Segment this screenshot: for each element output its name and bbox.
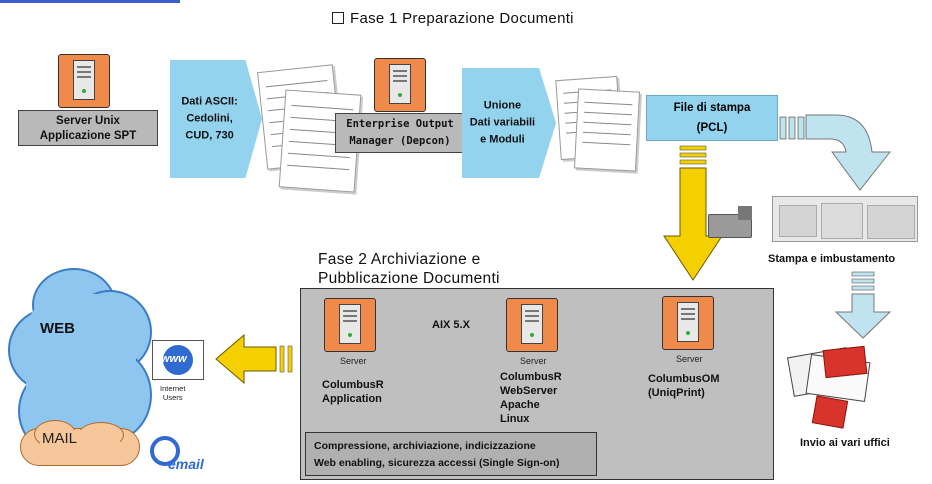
columbusr-app-label: ColumbusR Application xyxy=(322,379,384,405)
fase1-title: Fase 1 Preparazione Documenti xyxy=(332,10,574,27)
print-stripes xyxy=(779,116,805,140)
eom-label: Enterprise Output Manager (Depcon) xyxy=(335,113,465,153)
at-sign-icon xyxy=(150,436,180,466)
archive-down-arrow xyxy=(663,145,723,281)
envelopes-icon xyxy=(786,345,871,402)
server-caption: Server xyxy=(340,356,367,366)
to-print-curved-arrow xyxy=(805,114,892,191)
www-badge: www xyxy=(161,353,187,365)
web-cloud xyxy=(8,268,158,468)
server-caption: Server xyxy=(676,354,703,364)
mail-cloud xyxy=(20,420,140,468)
stampa-label: Stampa e imbustamento xyxy=(768,253,896,265)
server-unix-icon xyxy=(58,54,110,108)
columbusr-web-label: ColumbusR WebServer Apache Linux xyxy=(500,371,562,425)
internet-users-label: Internet Users xyxy=(160,384,186,402)
dati-ascii-arrow: Dati ASCII: Cedolini, CUD, 730 xyxy=(170,60,262,178)
eom-server-icon xyxy=(374,58,426,112)
printer-machine-icon xyxy=(772,196,918,242)
web-label: WEB xyxy=(40,320,75,337)
columbusr-app-server-icon xyxy=(324,298,376,352)
file-stampa-box: File di stampa (PCL) xyxy=(646,95,778,141)
email-logo: email xyxy=(168,456,204,472)
server-caption: Server xyxy=(520,356,547,366)
invio-label: Invio ai vari uffici xyxy=(800,437,890,449)
columbusom-label: ColumbusOM (UniqPrint) xyxy=(648,373,720,399)
fase2-title: Fase 2 Archiviazione e Pubblicazione Doc… xyxy=(318,251,500,287)
checkbox-bullet-icon xyxy=(332,12,344,24)
header-rule xyxy=(0,0,180,3)
columbusom-server-icon xyxy=(662,296,714,350)
unione-arrow: Unione Dati variabili e Moduli xyxy=(462,68,556,178)
monitor-icon xyxy=(738,206,752,220)
aix-label: AIX 5.X xyxy=(432,319,470,331)
internet-users-icon: www xyxy=(152,340,204,380)
envelope-red-icon xyxy=(811,395,849,429)
features-box: Compressione, archiviazione, indicizzazi… xyxy=(305,432,597,476)
server-unix-label: Server Unix Applicazione SPT xyxy=(18,110,158,146)
columbusr-web-server-icon xyxy=(506,298,558,352)
mail-label: MAIL xyxy=(42,430,78,447)
to-users-arrow xyxy=(215,333,293,385)
to-mail-arrow xyxy=(834,271,892,339)
